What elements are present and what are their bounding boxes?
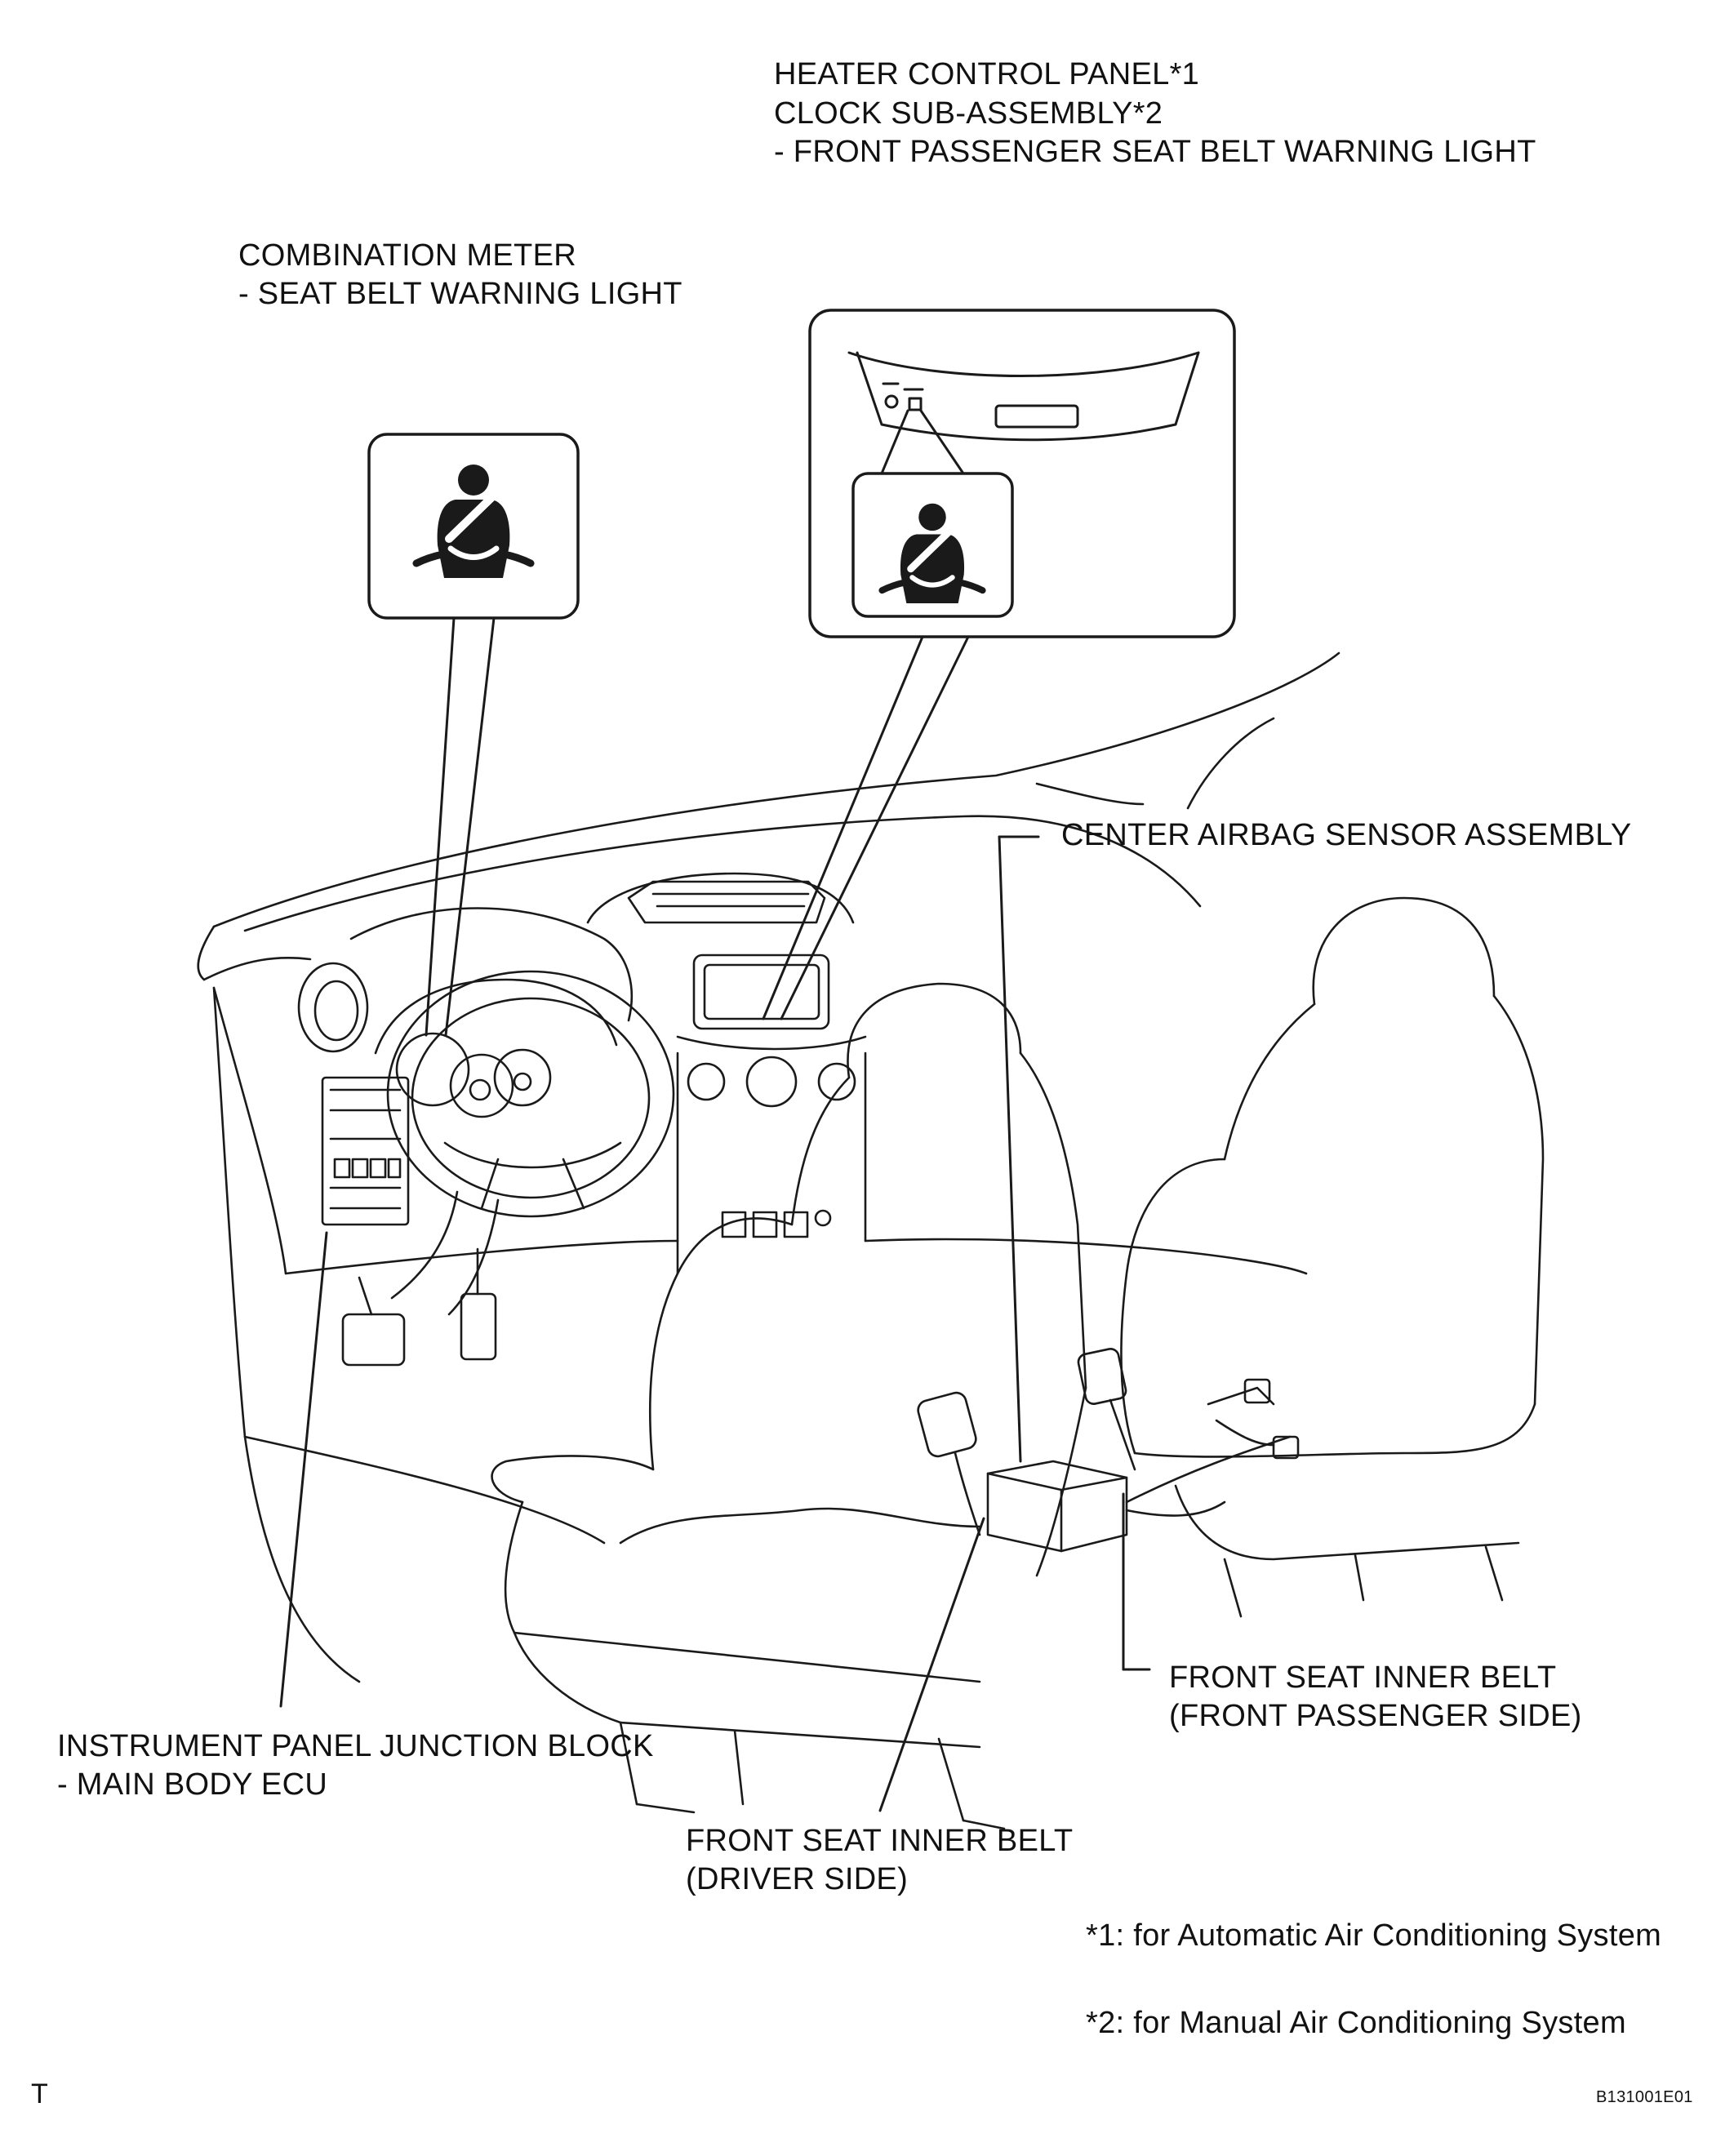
label-driver-side: (DRIVER SIDE): [686, 1862, 909, 1896]
label-front-passenger-side: (FRONT PASSENGER SIDE): [1169, 1699, 1582, 1733]
label-center-airbag-sensor: CENTER AIRBAG SENSOR ASSEMBLY: [1061, 818, 1632, 852]
seat-belt-warning-icon: [416, 465, 531, 578]
label-instrument-panel-junction-block: INSTRUMENT PANEL JUNCTION BLOCK: [57, 1729, 654, 1763]
airbag-sensor-and-harness: [619, 1348, 1300, 1553]
label-front-passenger-warning-light: - FRONT PASSENGER SEAT BELT WARNING LIGH…: [774, 135, 1536, 169]
figure-code: B131001E01: [1596, 2088, 1693, 2106]
label-front-inner-belt-driver: FRONT SEAT INNER BELT: [686, 1824, 1074, 1858]
label-front-inner-belt-passenger: FRONT SEAT INNER BELT: [1169, 1660, 1557, 1695]
label-main-body-ecu: - MAIN BODY ECU: [57, 1767, 328, 1802]
label-heater-control-panel: HEATER CONTROL PANEL*1: [774, 57, 1200, 91]
driver-seat: [491, 982, 1087, 1830]
label-seat-belt-warning-light: - SEAT BELT WARNING LIGHT: [238, 277, 682, 311]
dashboard-outline: [197, 651, 1341, 1683]
footnote-2: *2: for Manual Air Conditioning System: [1086, 2006, 1626, 2040]
label-clock-sub-assembly: CLOCK SUB-ASSEMBLY*2: [774, 96, 1163, 131]
heater-control-panel-inset: [762, 309, 1236, 1020]
passenger-seat: [1120, 896, 1545, 1618]
label-combination-meter: COMBINATION METER: [238, 238, 576, 273]
seat-belt-warning-icon: [882, 504, 982, 603]
footnote-1: *1: for Automatic Air Conditioning Syste…: [1086, 1918, 1662, 1953]
leader-lines: [279, 835, 1151, 1812]
corner-mark: T: [31, 2078, 49, 2109]
combination-meter-inset: [367, 433, 580, 1037]
